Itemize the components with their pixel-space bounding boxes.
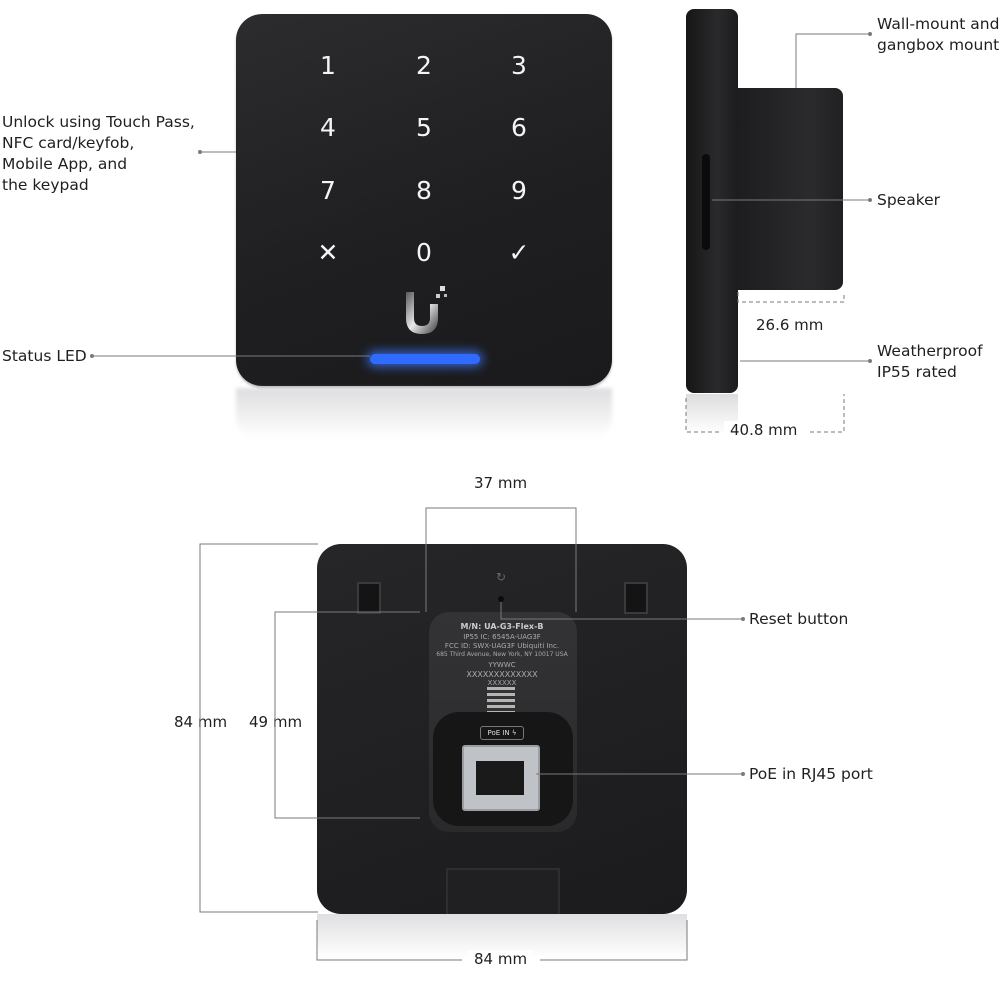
speaker-grille — [702, 154, 710, 250]
key-7[interactable]: 7 — [320, 176, 336, 205]
dim-width-bottom: 84 mm — [468, 950, 534, 968]
key-5[interactable]: 5 — [416, 113, 432, 142]
label-poe: PoE in RJ45 port — [749, 765, 873, 783]
key-9[interactable]: 9 — [511, 176, 527, 205]
side-gangbox-housing — [737, 88, 843, 290]
key-cancel[interactable]: ✕ — [317, 238, 339, 267]
label-reset: Reset button — [749, 610, 849, 628]
key-0[interactable]: 0 — [416, 238, 432, 267]
key-3[interactable]: 3 — [511, 51, 527, 80]
label-mount: Wall-mount and gangbox mount — [877, 15, 1000, 54]
dim-width-top: 37 mm — [468, 474, 534, 492]
panel-ip-ic: IP55 IC: 6545A-UAG3F — [463, 633, 541, 641]
key-1[interactable]: 1 — [320, 51, 336, 80]
panel-address: 685 Third Avenue, New York, NY 10017 USA — [436, 651, 568, 658]
label-status-led: Status LED — [2, 347, 87, 365]
key-6[interactable]: 6 — [511, 113, 527, 142]
reset-button[interactable] — [498, 596, 504, 602]
dim-total-depth: 40.8 mm — [724, 421, 804, 439]
reset-icon: ↻ — [495, 570, 507, 584]
key-confirm[interactable]: ✓ — [508, 238, 530, 267]
key-2[interactable]: 2 — [416, 51, 432, 80]
status-led — [370, 354, 480, 364]
panel-yywwc: YYWWC — [488, 661, 516, 669]
panel-serial-short: XXXXXX — [487, 679, 517, 687]
ubiquiti-logo-icon — [406, 286, 447, 334]
keypad-reflection — [236, 388, 612, 438]
dim-height-inner: 49 mm — [243, 713, 309, 731]
key-4[interactable]: 4 — [320, 113, 336, 142]
mount-slot-left — [357, 582, 381, 614]
rj45-port[interactable] — [462, 745, 540, 811]
label-speaker: Speaker — [877, 191, 941, 209]
dim-box-depth: 26.6 mm — [750, 316, 830, 334]
panel-model: M/N: UA-G3-Flex-B — [460, 622, 544, 631]
panel-fcc: FCC ID: SWX-UAG3F Ubiquiti Inc. — [444, 642, 560, 650]
mount-slot-right — [624, 582, 648, 614]
qr-code-icon — [487, 686, 515, 714]
dim-height-outer: 84 mm — [168, 713, 234, 731]
keypad-front: 1 2 3 4 5 6 7 8 9 ✕ 0 ✓ — [236, 14, 612, 386]
key-8[interactable]: 8 — [416, 176, 432, 205]
label-weatherproof: Weatherproof IP55 rated — [877, 342, 983, 381]
bottom-cable-notch — [446, 868, 560, 914]
poe-tag: PoE IN ϟ — [480, 726, 524, 740]
side-mount-plate — [686, 9, 738, 393]
panel-serial: XXXXXXXXXXXXX — [466, 670, 538, 679]
label-unlock: Unlock using Touch Pass, NFC card/keyfob… — [2, 113, 195, 194]
